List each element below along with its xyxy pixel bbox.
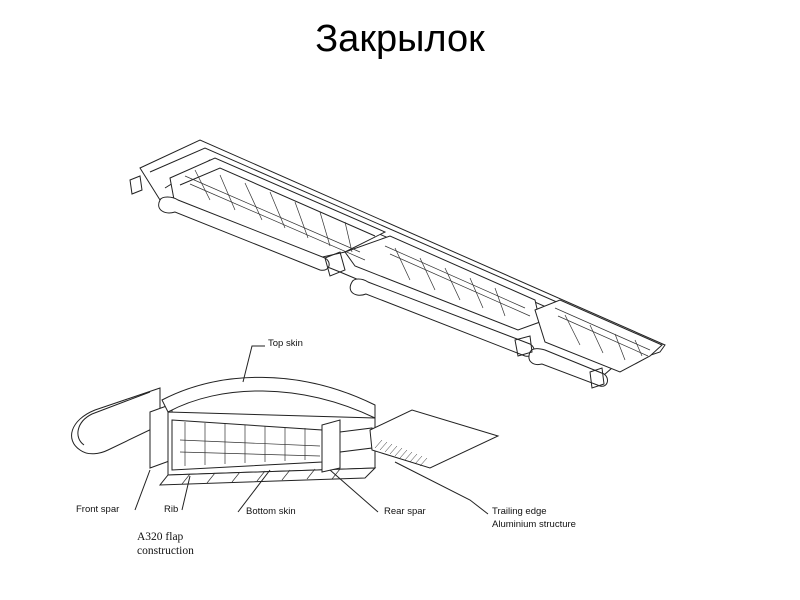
slide-title: Закрылок <box>315 18 485 60</box>
label-aluminium-structure: Aluminium structure <box>492 519 576 530</box>
label-bottom-skin: Bottom skin <box>246 506 296 517</box>
caption-line2: construction <box>137 545 194 557</box>
label-front-spar: Front spar <box>76 504 119 515</box>
label-rib: Rib <box>164 504 178 515</box>
leader-lines <box>134 345 489 515</box>
label-top-skin: Top skin <box>268 338 303 349</box>
wing-flap-assembly-drawing <box>129 139 666 389</box>
flap-cross-section-drawing <box>71 376 500 486</box>
label-rear-spar: Rear spar <box>384 506 426 517</box>
label-trailing-edge: Trailing edge <box>492 506 547 517</box>
caption-line1: A320 flap <box>137 531 184 543</box>
